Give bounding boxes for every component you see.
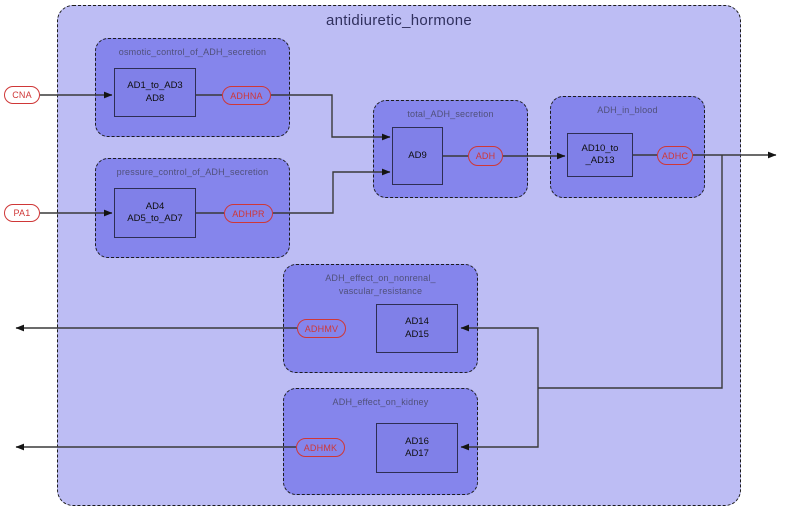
input-port-cna[interactable]: CNA xyxy=(4,86,40,104)
model-title: antidiuretic_hormone xyxy=(325,12,473,29)
subsystem-label: ADH_in_blood xyxy=(597,105,658,115)
block-ad14-ad15[interactable]: AD14 AD15 xyxy=(376,304,458,353)
subsystem-label: ADH_effect_on_kidney xyxy=(332,397,429,407)
port-adhna[interactable]: ADHNA xyxy=(222,86,271,105)
port-adhmk[interactable]: ADHMK xyxy=(296,438,345,457)
input-port-pa1[interactable]: PA1 xyxy=(4,204,40,222)
subsystem-label: total_ADH_secretion xyxy=(407,109,494,119)
block-ad10-to-ad13[interactable]: AD10_to _AD13 xyxy=(567,133,633,177)
block-ad9[interactable]: AD9 xyxy=(392,127,443,185)
block-ad4-ad5-to-ad7[interactable]: AD4 AD5_to_AD7 xyxy=(114,188,196,238)
port-adh[interactable]: ADH xyxy=(468,146,503,166)
port-adhmv[interactable]: ADHMV xyxy=(297,319,346,338)
subsystem-label: pressure_control_of_ADH_secretion xyxy=(116,167,269,177)
block-ad16-ad17[interactable]: AD16 AD17 xyxy=(376,423,458,473)
block-ad1-to-ad3-ad8[interactable]: AD1_to_AD3 AD8 xyxy=(114,68,196,117)
subsystem-label: ADH_effect_on_nonrenal_ vascular_resista… xyxy=(325,273,436,296)
subsystem-label: osmotic_control_of_ADH_secretion xyxy=(118,47,267,57)
port-adhpr[interactable]: ADHPR xyxy=(224,204,273,223)
port-adhc[interactable]: ADHC xyxy=(657,146,693,165)
